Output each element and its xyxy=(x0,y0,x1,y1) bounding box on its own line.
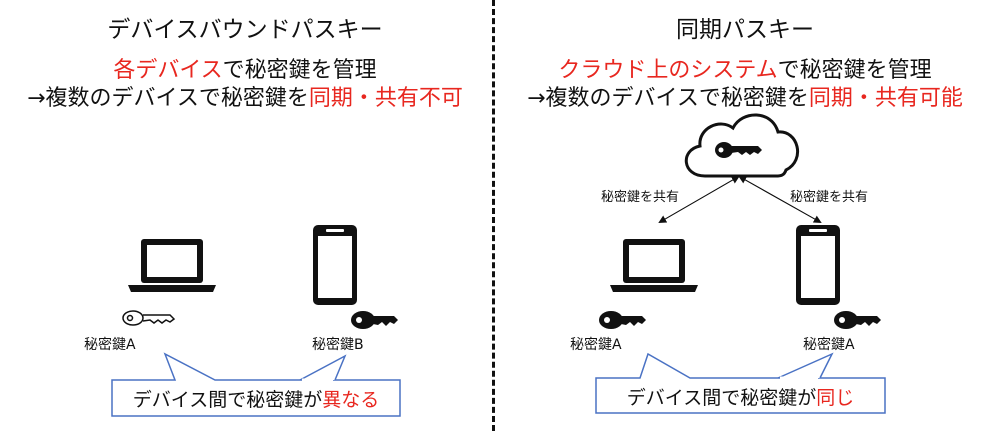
share-label-left: 秘密鍵を共有 xyxy=(601,190,680,205)
left-line2-black: →複数のデバイスで秘密鍵を xyxy=(27,86,309,111)
left-line1-black: で秘密鍵を管理 xyxy=(222,58,377,83)
share-label-right: 秘密鍵を共有 xyxy=(790,190,869,205)
right-line2-black: →複数のデバイスで秘密鍵を xyxy=(527,86,809,111)
cloud-icon xyxy=(684,113,799,178)
right-callout-red: 同じ xyxy=(816,387,855,409)
right-line2-red: 同期・共有可能 xyxy=(808,86,963,111)
right-line1-black: で秘密鍵を管理 xyxy=(777,58,932,83)
left-callout-red: 異なる xyxy=(322,389,380,411)
left-callout-black: デバイス間で秘密鍵が xyxy=(132,389,323,411)
left-title: デバイスバウンドパスキー xyxy=(107,17,383,43)
center-divider xyxy=(492,0,495,431)
key-solid-icon-laptop xyxy=(599,311,646,329)
left-line1: 各デバイスで秘密鍵を管理 xyxy=(0,52,490,84)
key-solid-icon xyxy=(351,311,398,329)
right-line1: クラウド上のシステムで秘密鍵を管理 xyxy=(500,52,990,84)
laptop-icon-right xyxy=(610,239,698,292)
left-line2: →複数のデバイスで秘密鍵を同期・共有不可 xyxy=(0,80,490,112)
left-phone-key-label: 秘密鍵B xyxy=(312,337,364,353)
callout-tail-right-left xyxy=(299,354,347,381)
left-callout-text: デバイス間で秘密鍵が異なる xyxy=(112,385,400,412)
callout-tail-right-right xyxy=(777,352,834,379)
laptop-icon xyxy=(128,239,216,292)
right-title: 同期パスキー xyxy=(676,17,814,43)
right-callout-black: デバイス間で秘密鍵が xyxy=(626,387,817,409)
right-laptop-key-label: 秘密鍵A xyxy=(570,337,622,353)
right-phone-key-label: 秘密鍵A xyxy=(803,337,855,353)
right-line1-red: クラウド上のシステム xyxy=(558,58,778,83)
key-outline-icon xyxy=(122,310,176,326)
left-line2-red: 同期・共有不可 xyxy=(308,86,463,111)
key-solid-icon-phone xyxy=(834,311,881,329)
left-laptop-key-label: 秘密鍵A xyxy=(84,337,136,353)
right-callout-text: デバイス間で秘密鍵が同じ xyxy=(596,383,885,410)
right-line2: →複数のデバイスで秘密鍵を同期・共有可能 xyxy=(500,80,990,112)
smartphone-icon xyxy=(313,225,357,305)
smartphone-icon-right xyxy=(796,225,840,305)
left-line1-red: 各デバイス xyxy=(113,58,223,83)
